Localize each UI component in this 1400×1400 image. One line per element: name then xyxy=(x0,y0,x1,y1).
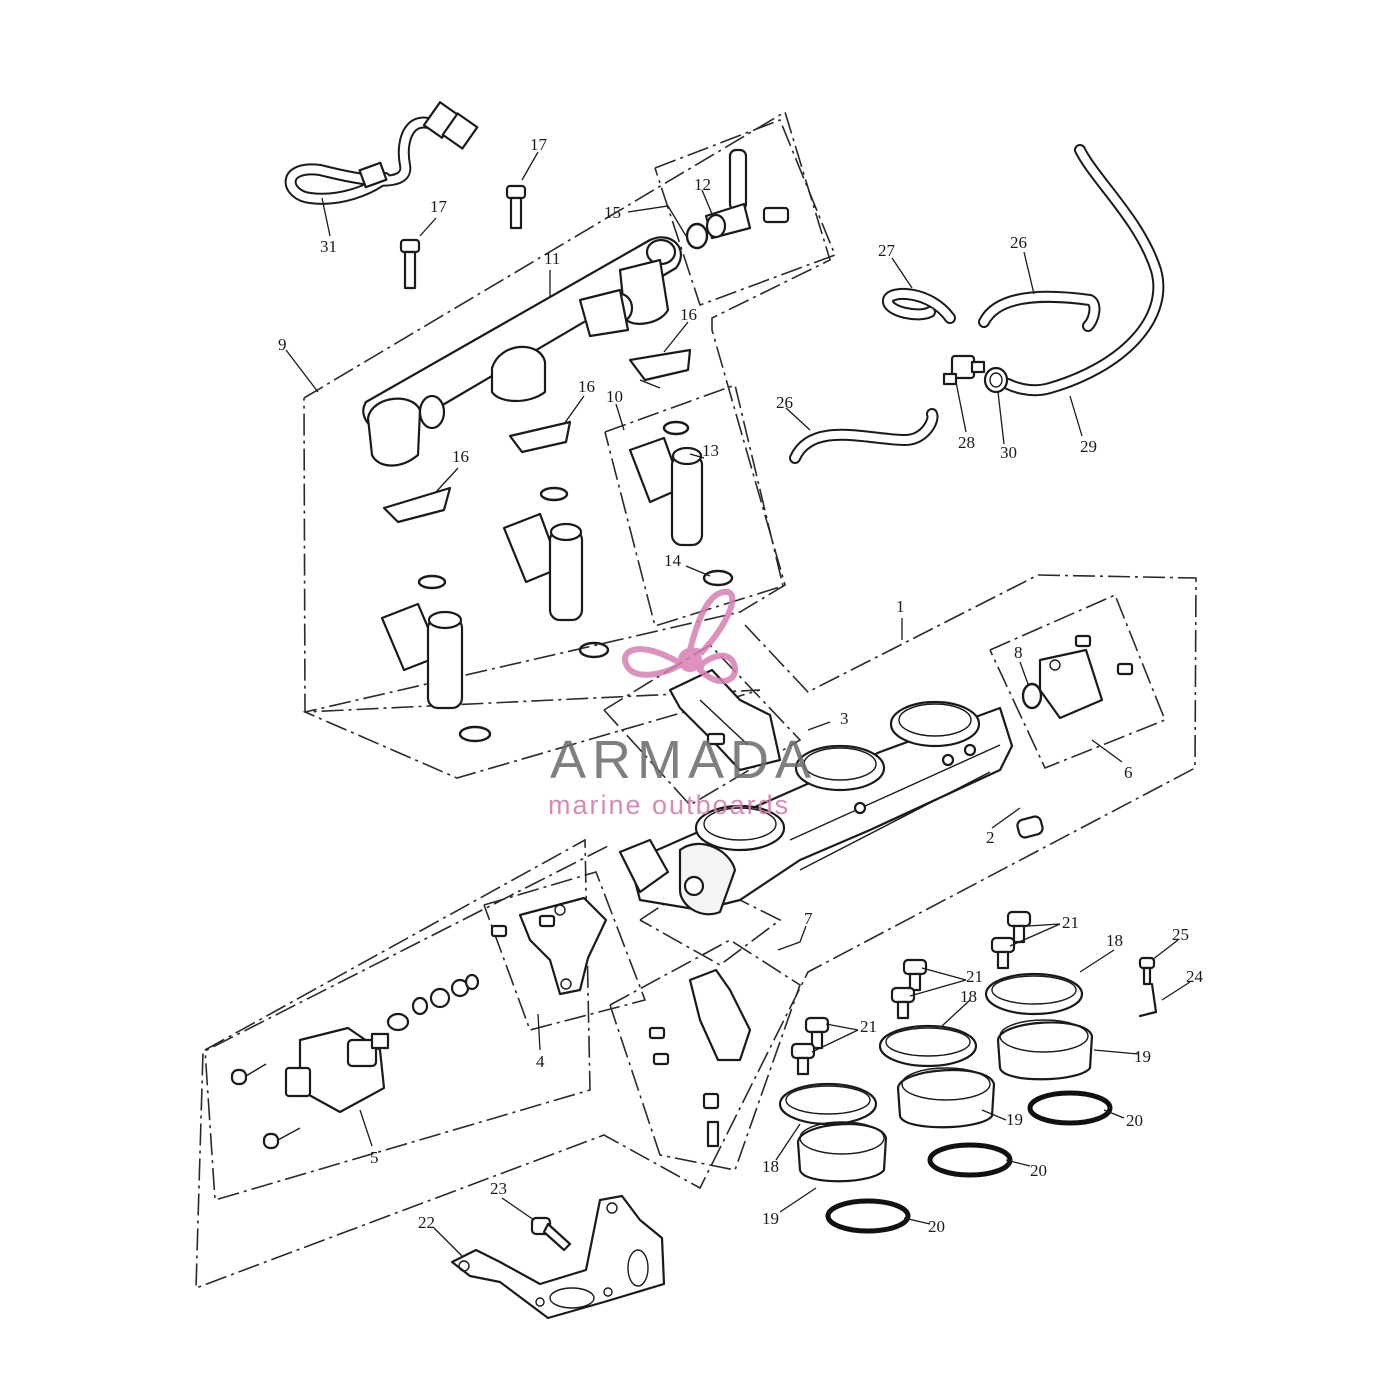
clamp-30 xyxy=(983,366,1009,394)
callout-19a: 19 xyxy=(1134,1047,1151,1066)
callout-19b: 19 xyxy=(1006,1110,1023,1129)
callout-20b: 20 xyxy=(1030,1161,1047,1180)
callout-1: 1 xyxy=(896,597,905,616)
callout-26b: 26 xyxy=(776,393,793,412)
seals-20 xyxy=(825,1090,1113,1234)
callout-22: 22 xyxy=(418,1213,435,1232)
clip-16a xyxy=(628,348,692,389)
hose-26-upper xyxy=(978,290,1101,332)
group-10-outline xyxy=(604,383,784,628)
injector-middle xyxy=(502,486,610,659)
callout-7: 7 xyxy=(804,909,813,928)
group-6-outline xyxy=(989,593,1167,770)
callout-20a: 20 xyxy=(1126,1111,1143,1130)
group-15-outline xyxy=(654,118,837,307)
bolt-17b xyxy=(399,238,421,290)
callout-5: 5 xyxy=(370,1148,379,1167)
callout-18b: 18 xyxy=(960,987,977,1006)
group-1-outline xyxy=(195,574,1197,1290)
bracket-22 xyxy=(450,1194,666,1320)
callout-27: 27 xyxy=(878,241,896,260)
callout-14: 14 xyxy=(664,551,682,570)
callout-18a: 18 xyxy=(1106,931,1123,950)
hose-29 xyxy=(1002,144,1165,397)
group-5-outline xyxy=(204,838,591,1202)
bracket-4 xyxy=(490,896,608,996)
callout-3: 3 xyxy=(840,709,849,728)
fuel-rail-11 xyxy=(362,236,682,467)
callout-16c: 16 xyxy=(452,447,469,466)
callout-21b: 21 xyxy=(966,967,983,986)
callout-10: 10 xyxy=(606,387,623,406)
callout-18c: 18 xyxy=(762,1157,779,1176)
callout-16a: 16 xyxy=(680,305,697,324)
callout-25: 25 xyxy=(1172,925,1189,944)
bracket-7 xyxy=(648,968,752,1148)
hose-27 xyxy=(882,287,956,324)
callout-2: 2 xyxy=(986,828,995,847)
leader-lines xyxy=(285,151,1191,1257)
callout-23: 23 xyxy=(490,1179,507,1198)
group-4-outline xyxy=(483,871,647,1031)
callout-30: 30 xyxy=(1000,443,1017,462)
callout-13: 13 xyxy=(702,441,719,460)
callout-6: 6 xyxy=(1124,763,1133,782)
callout-17b: 17 xyxy=(430,197,448,216)
callout-17a: 17 xyxy=(530,135,548,154)
sleeves-19 xyxy=(796,1019,1094,1183)
callout-31: 31 xyxy=(320,237,337,256)
tee-fitting-28 xyxy=(942,354,986,386)
brand-tagline: marine outboards xyxy=(548,790,790,820)
injector-13 xyxy=(628,420,734,587)
idle-actuator-5 xyxy=(230,973,480,1150)
throttle-body-1 xyxy=(618,700,1014,916)
callout-29: 29 xyxy=(1080,437,1097,456)
hose-26-lower xyxy=(789,408,939,464)
watermark: ARMADA marine outboards xyxy=(548,588,817,820)
callout-24: 24 xyxy=(1186,967,1204,986)
callout-9: 9 xyxy=(278,335,287,354)
callout-15: 15 xyxy=(604,203,621,222)
brand-wordmark: ARMADA xyxy=(550,730,817,790)
clip-24 xyxy=(1138,982,1158,1018)
callout-11: 11 xyxy=(544,249,560,268)
bolt-23 xyxy=(530,1216,572,1252)
group-7-outline xyxy=(609,939,801,1171)
bolt-17a xyxy=(505,184,527,230)
callout-21c: 21 xyxy=(860,1017,877,1036)
fuel-fitting-12 xyxy=(685,148,790,250)
callout-21a: 21 xyxy=(1062,913,1079,932)
callout-8: 8 xyxy=(1014,643,1023,662)
screw-25 xyxy=(1138,956,1156,986)
clamps-18 xyxy=(778,972,1084,1126)
callout-19c: 19 xyxy=(762,1209,779,1228)
clip-16b xyxy=(508,420,572,454)
callout-labels: 1 2 3 4 5 6 7 8 9 10 11 12 13 14 15 16 1… xyxy=(278,135,1204,1236)
callout-26a: 26 xyxy=(1010,233,1027,252)
wiring-harness-31 xyxy=(284,101,479,205)
callout-16b: 16 xyxy=(578,377,595,396)
callout-4: 4 xyxy=(536,1052,545,1071)
callout-12: 12 xyxy=(694,175,711,194)
clip-16c xyxy=(382,486,452,524)
cap-2 xyxy=(1016,815,1044,839)
callout-28: 28 xyxy=(958,433,975,452)
propeller-logo-icon xyxy=(621,588,739,684)
callout-20c: 20 xyxy=(928,1217,945,1236)
injector-left xyxy=(380,574,492,743)
sensor-6 xyxy=(1021,634,1134,720)
